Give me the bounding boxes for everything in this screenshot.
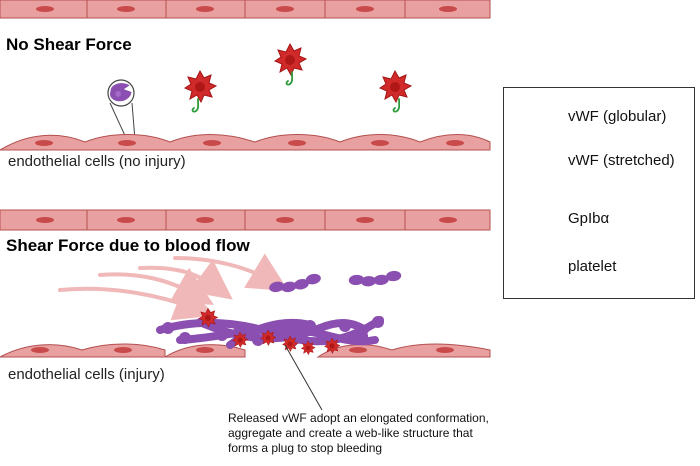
annotation-line-1: Released vWF adopt an elongated conforma… bbox=[228, 411, 489, 425]
platelet-top-2 bbox=[274, 43, 307, 86]
legend bbox=[503, 87, 695, 299]
legend-label-vwf-stretched: vWF (stretched) bbox=[568, 152, 675, 169]
platelet-top-3 bbox=[379, 70, 412, 113]
stretched-vwf-free-1 bbox=[268, 272, 323, 296]
top-lower-endothelium bbox=[0, 134, 491, 151]
no-injury-caption: endothelial cells (no injury) bbox=[8, 153, 186, 170]
top-upper-endothelium bbox=[0, 0, 491, 19]
legend-label-platelet: platelet bbox=[568, 258, 617, 275]
annotation-line-3: forms a plug to stop bleeding bbox=[228, 441, 383, 455]
annotation-pointer bbox=[284, 344, 323, 411]
annotation-line-2: aggregate and create a web-like structur… bbox=[228, 426, 473, 440]
shear-force-title: Shear Force due to blood flow bbox=[6, 236, 250, 255]
plug-annotation: Released vWF adopt an elongated conforma… bbox=[228, 411, 528, 456]
bottom-lower-endothelium bbox=[0, 343, 491, 358]
bottom-upper-endothelium bbox=[0, 209, 491, 231]
injury-caption: endothelial cells (injury) bbox=[8, 366, 165, 383]
legend-label-vwf-globular: vWF (globular) bbox=[568, 108, 667, 125]
blood-flow-arrows bbox=[58, 253, 289, 321]
platelet-top-1 bbox=[184, 70, 217, 113]
vwf-magnifier bbox=[107, 79, 136, 141]
no-shear-title: No Shear Force bbox=[6, 35, 132, 54]
legend-label-gpib-alpha: GpIbα bbox=[568, 210, 610, 227]
stretched-vwf-free-2 bbox=[348, 270, 403, 289]
